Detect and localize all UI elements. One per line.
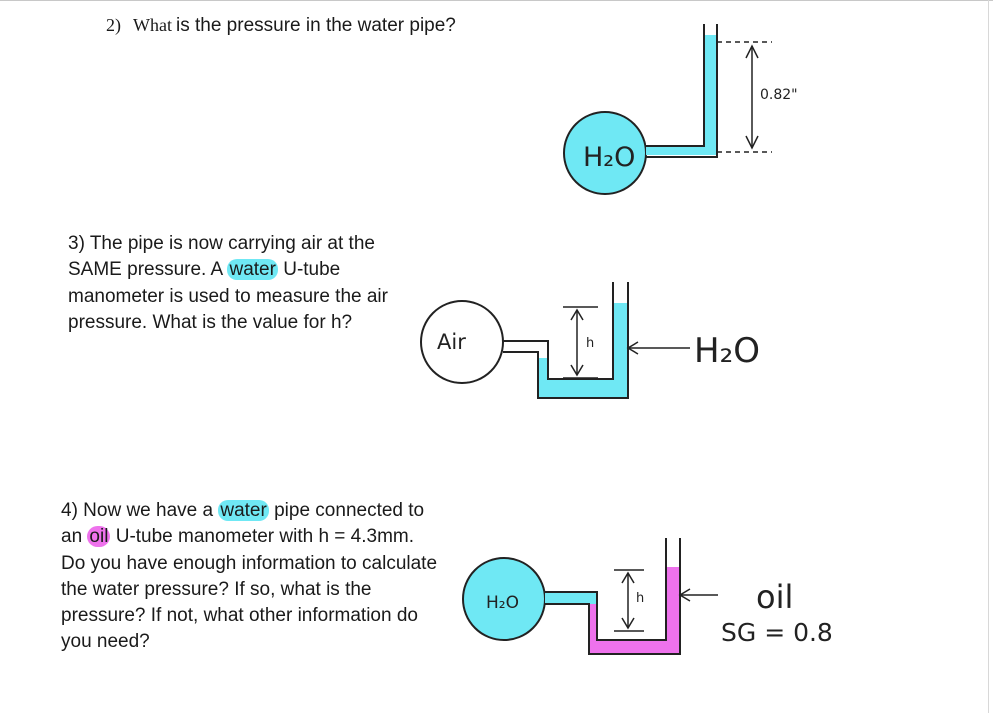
fig2-tube-mask — [646, 35, 703, 145]
fig4-h-arrow-up — [621, 571, 635, 584]
fig3-fluid-label: H₂O — [694, 331, 760, 371]
fig3-h-label: h — [586, 336, 594, 351]
question-2-number: 2) — [106, 15, 121, 35]
fig4-tube-outer — [545, 538, 681, 655]
fig4-h-label: h — [636, 591, 644, 606]
fig2-arrow-up — [745, 44, 759, 59]
figure-3: h Air H₂O — [420, 282, 760, 399]
fig4-circle-label: H₂O — [486, 593, 519, 613]
question-2-what: What — [133, 15, 172, 35]
question-3-text-before: 3) The pipe is now carrying air at the S… — [68, 233, 375, 281]
question-2-text: is the pressure in the water pipe? — [175, 15, 456, 36]
question-4-text-1: 4) Now we have a — [61, 500, 219, 521]
top-border — [0, 0, 993, 1]
fig2-tube-outline — [646, 24, 718, 158]
fig4-pointer-arrow — [678, 588, 691, 602]
question-3-text-after: U-tube manometer is used to measure the … — [68, 259, 388, 333]
fig3-tube-outer — [503, 282, 629, 399]
fig3-water-fill — [538, 303, 628, 398]
question-4-highlight-water: water — [218, 500, 269, 521]
fig3-h-arrow-down — [570, 364, 584, 377]
fig2-arrow-down — [745, 135, 759, 150]
right-border — [988, 0, 989, 713]
fig4-water-in-tube — [545, 592, 597, 604]
question-3-highlight-water: water — [227, 259, 278, 281]
fig4-oil-fill — [589, 567, 680, 654]
fig4-fluid-label: oil — [756, 578, 793, 616]
fig2-height-label: 0.82" — [760, 87, 798, 103]
fig4-tube-inner — [545, 538, 667, 641]
question-4-text-2: pipe connected to an — [61, 500, 425, 548]
question-4-text-3: U-tube manometer with h = 4.3mm. Do you … — [61, 526, 438, 653]
fig3-pointer-arrow — [626, 341, 639, 355]
fig3-circle-label: Air — [437, 330, 466, 354]
question-4: 4) Now we have a water pipe connected to… — [61, 498, 441, 656]
fig4-sg-label: SG = 0.8 — [721, 618, 833, 647]
fig4-h-arrow-down — [621, 617, 635, 630]
fig2-circle-label: H₂O — [583, 142, 635, 173]
fig3-tube-inner — [503, 282, 614, 380]
question-3: 3) The pipe is now carrying air at the S… — [68, 231, 413, 336]
question-4-highlight-oil: oil — [87, 526, 111, 548]
fig3-h-arrow-up — [570, 308, 584, 321]
figure-2: H₂O 0.82" — [563, 24, 798, 195]
figure-4: h H₂O oil SG = 0.8 — [462, 538, 833, 655]
